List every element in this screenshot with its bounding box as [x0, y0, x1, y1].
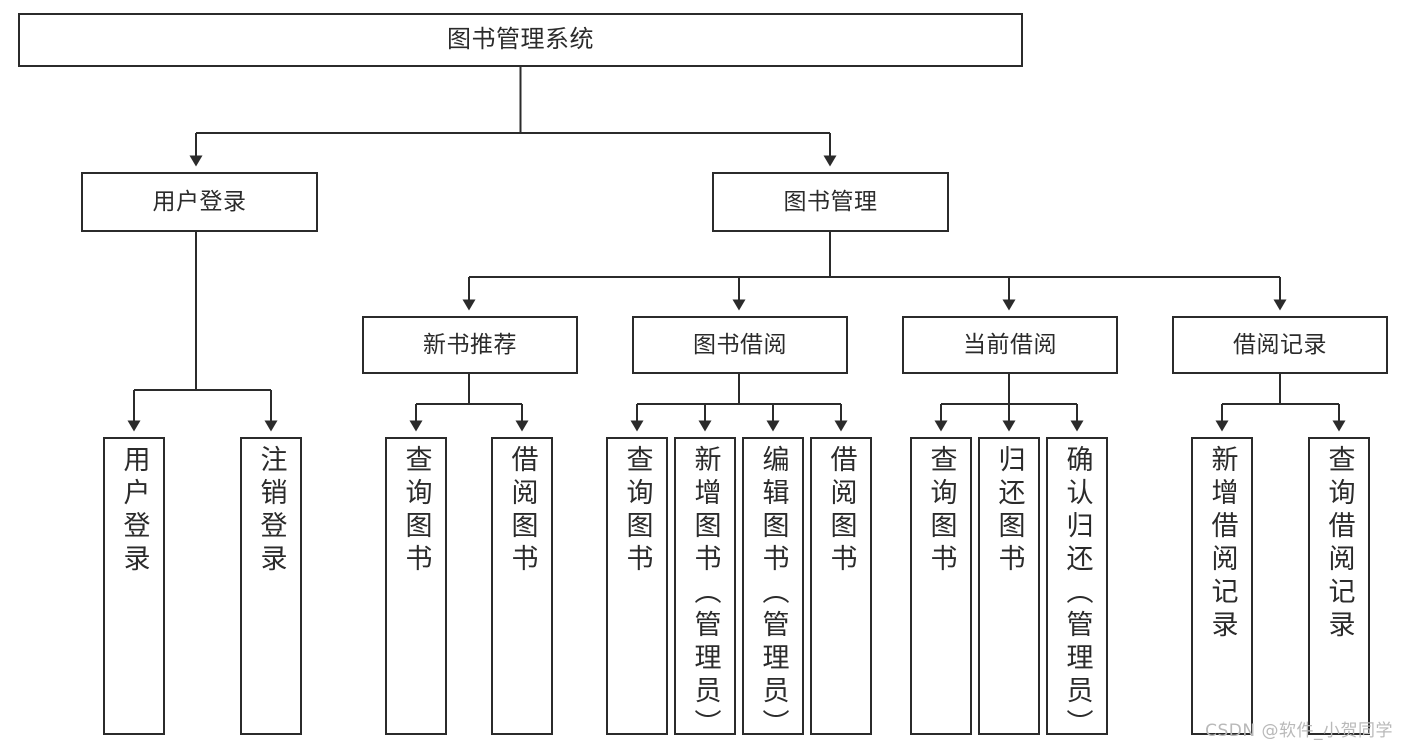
node-label: 查询借阅记录: [1323, 445, 1355, 643]
leaf-add-book[interactable]: 新增图书（管理员）: [674, 437, 736, 742]
node-label: 借阅记录: [1233, 331, 1327, 358]
node-label: 归还图书: [993, 445, 1025, 577]
node-label: 查询图书: [621, 445, 653, 577]
node-borrow-record[interactable]: 借阅记录: [1172, 316, 1388, 374]
leaf-user-login[interactable]: 用户登录: [103, 437, 165, 735]
leaf-borrow-book-1[interactable]: 借阅图书: [491, 437, 553, 735]
node-label: 查询图书: [925, 445, 957, 577]
node-root-system[interactable]: 图书管理系统: [18, 13, 1023, 67]
leaf-logout[interactable]: 注销登录: [240, 437, 302, 735]
node-label: 编辑图书（管理员）: [757, 445, 789, 742]
node-label: 图书管理系统: [447, 25, 594, 54]
node-label: 新增借阅记录: [1206, 445, 1238, 643]
node-label: 新书推荐: [423, 331, 517, 358]
node-label: 借阅图书: [506, 445, 538, 577]
node-label: 查询图书: [400, 445, 432, 577]
node-label: 图书管理: [783, 188, 878, 215]
leaf-confirm-return[interactable]: 确认归还（管理员）: [1046, 437, 1108, 742]
node-label: 注销登录: [255, 445, 287, 577]
leaf-add-borrow-record[interactable]: 新增借阅记录: [1191, 437, 1253, 735]
node-user-login[interactable]: 用户登录: [81, 172, 318, 232]
leaf-query-book-1[interactable]: 查询图书: [385, 437, 447, 735]
node-book-manage[interactable]: 图书管理: [712, 172, 949, 232]
node-book-borrow[interactable]: 图书借阅: [632, 316, 848, 374]
leaf-query-borrow-record[interactable]: 查询借阅记录: [1308, 437, 1370, 735]
leaf-edit-book[interactable]: 编辑图书（管理员）: [742, 437, 804, 742]
node-new-book-recommend[interactable]: 新书推荐: [362, 316, 578, 374]
node-label: 借阅图书: [825, 445, 857, 577]
node-label: 用户登录: [152, 188, 247, 215]
node-label: 确认归还（管理员）: [1061, 445, 1093, 742]
node-label: 用户登录: [118, 445, 150, 577]
csdn-watermark: CSDN @软件_小贺同学: [1205, 721, 1393, 741]
node-label: 图书借阅: [693, 331, 787, 358]
node-label: 当前借阅: [963, 331, 1057, 358]
leaf-query-book-3[interactable]: 查询图书: [910, 437, 972, 735]
leaf-return-book[interactable]: 归还图书: [978, 437, 1040, 735]
node-label: 新增图书（管理员）: [689, 445, 721, 742]
leaf-query-book-2[interactable]: 查询图书: [606, 437, 668, 735]
node-current-borrow[interactable]: 当前借阅: [902, 316, 1118, 374]
leaf-borrow-book-2[interactable]: 借阅图书: [810, 437, 872, 735]
